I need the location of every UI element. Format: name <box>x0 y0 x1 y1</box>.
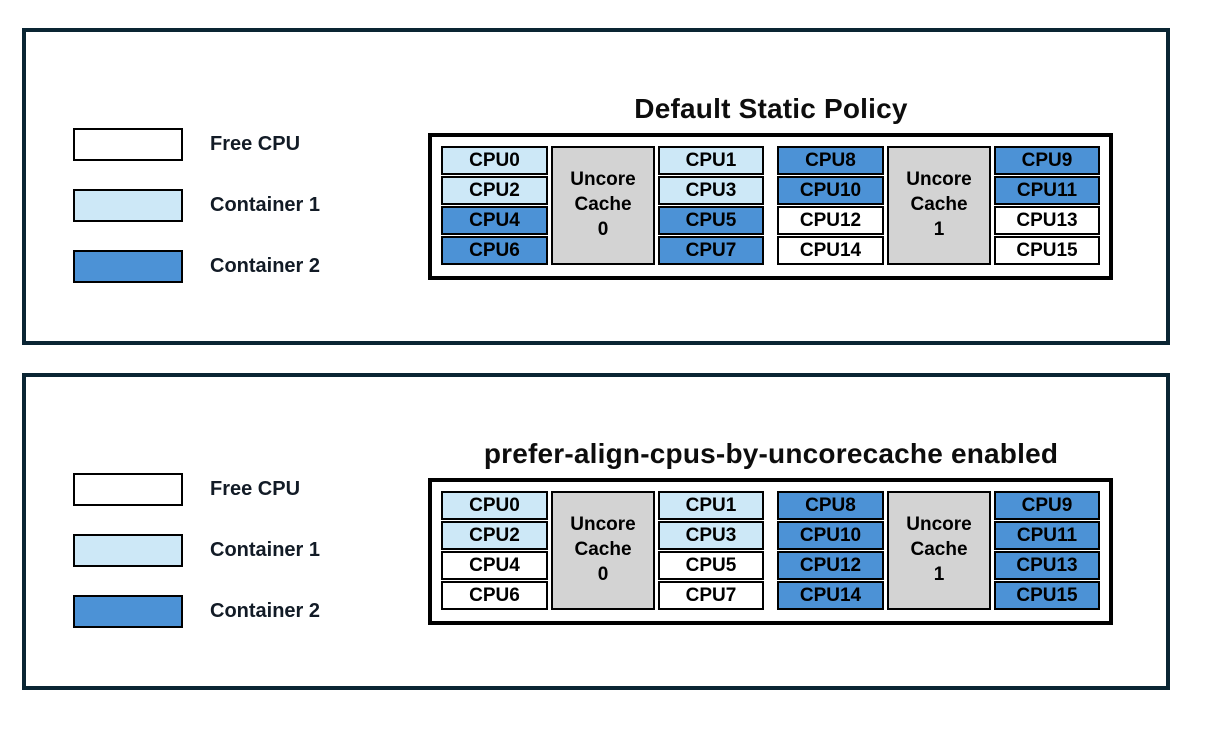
cpu-cell-cpu7: CPU7 <box>658 236 764 265</box>
legend-swatch-free <box>73 473 183 506</box>
legend-item-container2: Container 2 <box>73 250 320 283</box>
cpu-cell-cpu4: CPU4 <box>441 206 548 235</box>
cpu-cell-cpu15: CPU15 <box>994 581 1100 610</box>
cpu-cell-cpu1: CPU1 <box>658 146 764 175</box>
legend-item-free: Free CPU <box>73 128 320 161</box>
uncore-cache-label-line: Uncore <box>570 514 636 536</box>
panel-prefer-align-uncorecache: prefer-align-cpus-by-uncorecache enabled… <box>22 373 1170 690</box>
uncore-cache-label-line: Cache <box>574 194 632 216</box>
uncore-cache-label-line: 1 <box>933 218 945 240</box>
cpu-cell-cpu5: CPU5 <box>658 206 764 235</box>
legend-label: Free CPU <box>210 133 301 155</box>
uncore-cache-label-line: 0 <box>597 218 609 240</box>
legend-item-free: Free CPU <box>73 473 320 506</box>
uncore-cache-label-line: Cache <box>910 194 968 216</box>
legend-label: Container 2 <box>210 600 321 622</box>
cpu-cell-cpu3: CPU3 <box>658 176 764 205</box>
cpu-cell-cpu1: CPU1 <box>658 491 764 520</box>
legend-item-container1: Container 1 <box>73 189 320 222</box>
cpu-cell-cpu8: CPU8 <box>777 491 884 520</box>
legend: Free CPU Container 1 Container 2 <box>73 128 320 283</box>
cpu-cell-cpu5: CPU5 <box>658 551 764 580</box>
legend-label: Free CPU <box>210 478 301 500</box>
uncore-cache-label-line: Uncore <box>570 169 636 191</box>
cpu-cell-cpu10: CPU10 <box>777 521 884 550</box>
panel-title: prefer-align-cpus-by-uncorecache enabled <box>483 438 1059 470</box>
cpu-cell-cpu0: CPU0 <box>441 491 548 520</box>
uncore-cache-label-line: Uncore <box>906 169 972 191</box>
cpu-cell-cpu0: CPU0 <box>441 146 548 175</box>
cpu-cell-cpu6: CPU6 <box>441 236 548 265</box>
uncore-cache-label-line: 0 <box>597 563 609 585</box>
cpu-cell-cpu13: CPU13 <box>994 206 1100 235</box>
panel-title: Default Static Policy <box>634 93 908 125</box>
cpu-cell-cpu7: CPU7 <box>658 581 764 610</box>
cpu-cell-cpu14: CPU14 <box>777 581 884 610</box>
cpu-cell-cpu12: CPU12 <box>777 206 884 235</box>
legend-item-container2: Container 2 <box>73 595 320 628</box>
legend-label: Container 2 <box>210 255 321 277</box>
cpu-cell-cpu15: CPU15 <box>994 236 1100 265</box>
cpu-cell-cpu11: CPU11 <box>994 521 1100 550</box>
panel-default-static-policy: Default Static Policy Free CPU Container … <box>22 28 1170 345</box>
cpu-cell-cpu2: CPU2 <box>441 176 548 205</box>
cpu-cell-cpu9: CPU9 <box>994 146 1100 175</box>
legend: Free CPU Container 1 Container 2 <box>73 473 320 628</box>
cpu-cell-cpu9: CPU9 <box>994 491 1100 520</box>
cpu-cell-cpu3: CPU3 <box>658 521 764 550</box>
uncore-cache-label-line: Cache <box>574 539 632 561</box>
cpu-cell-cpu10: CPU10 <box>777 176 884 205</box>
legend-label: Container 1 <box>210 194 321 216</box>
legend-swatch-container2 <box>73 595 183 628</box>
legend-swatch-free <box>73 128 183 161</box>
cpu-cell-cpu6: CPU6 <box>441 581 548 610</box>
uncore-cache-label-line: 1 <box>933 563 945 585</box>
uncore-cache-label-line: Cache <box>910 539 968 561</box>
legend-swatch-container2 <box>73 250 183 283</box>
cpu-cell-cpu14: CPU14 <box>777 236 884 265</box>
cpu-cell-cpu4: CPU4 <box>441 551 548 580</box>
legend-swatch-container1 <box>73 534 183 567</box>
cpu-cell-cpu13: CPU13 <box>994 551 1100 580</box>
cpu-cell-cpu12: CPU12 <box>777 551 884 580</box>
legend-label: Container 1 <box>210 539 321 561</box>
cpu-cell-cpu11: CPU11 <box>994 176 1100 205</box>
cpu-cell-cpu2: CPU2 <box>441 521 548 550</box>
legend-item-container1: Container 1 <box>73 534 320 567</box>
uncore-cache-label-line: Uncore <box>906 514 972 536</box>
cpu-cell-cpu8: CPU8 <box>777 146 884 175</box>
legend-swatch-container1 <box>73 189 183 222</box>
